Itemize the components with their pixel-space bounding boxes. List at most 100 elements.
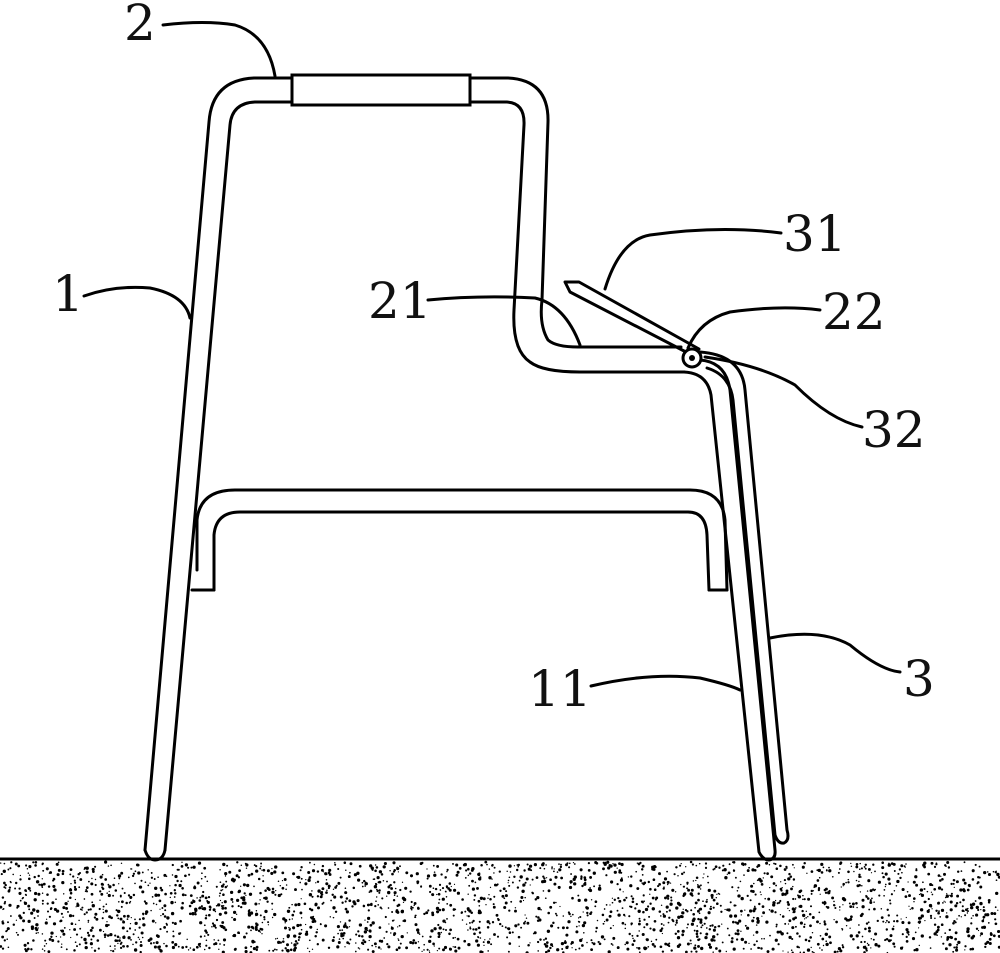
- ground-speckle: [198, 899, 202, 902]
- ground-speckle: [790, 887, 793, 891]
- ground-speckle: [507, 882, 509, 884]
- ground-speckle: [344, 922, 347, 925]
- ground-speckle: [178, 932, 181, 935]
- ground-speckle: [847, 878, 850, 881]
- ground-speckle: [922, 881, 924, 884]
- ground-speckle: [870, 938, 873, 940]
- ground-speckle: [942, 942, 945, 945]
- ground-speckle: [824, 932, 828, 936]
- ground-speckle: [397, 926, 399, 928]
- ground-speckle: [792, 878, 796, 881]
- ground-speckle: [712, 935, 716, 939]
- ground-speckle: [954, 931, 958, 935]
- ground-speckle: [41, 892, 44, 894]
- ground-speckle: [728, 934, 731, 937]
- ground-speckle: [179, 919, 182, 923]
- ground-speckle: [72, 875, 75, 878]
- ground-speckle: [493, 866, 496, 869]
- ground-speckle: [369, 930, 372, 933]
- ground-speckle: [676, 936, 681, 940]
- ground-speckle: [230, 897, 234, 901]
- ground-speckle: [543, 938, 545, 941]
- ground-speckle: [996, 872, 1000, 877]
- ground-speckle: [275, 948, 278, 951]
- ground-speckle: [966, 888, 970, 892]
- ground-speckle: [99, 890, 102, 893]
- ground-speckle: [636, 887, 640, 891]
- ground-speckle: [174, 942, 178, 947]
- ground-speckle: [366, 916, 371, 921]
- ground-speckle: [294, 888, 297, 892]
- ground-speckle: [226, 885, 228, 887]
- frame-outer-contour: [143, 76, 683, 852]
- ground-speckle: [113, 877, 116, 879]
- ground-speckle: [707, 911, 711, 915]
- ground-speckle: [869, 900, 873, 905]
- ground-speckle: [121, 900, 124, 904]
- ground-speckle: [60, 912, 63, 915]
- ground-speckle: [620, 862, 624, 867]
- ground-speckle: [753, 907, 757, 911]
- ground-speckle: [607, 866, 611, 870]
- ground-speckle: [257, 929, 261, 933]
- ground-speckle: [819, 922, 821, 925]
- ground-speckle: [291, 913, 295, 917]
- ground-speckle: [743, 862, 747, 866]
- ground-speckle: [797, 894, 799, 897]
- leader-21: [426, 295, 582, 347]
- ground-speckle: [907, 881, 909, 883]
- ground-speckle: [950, 892, 953, 895]
- ground-speckle: [61, 872, 65, 876]
- ground-speckle: [586, 911, 589, 915]
- ground-speckle: [866, 897, 870, 900]
- ground-speckle: [980, 908, 982, 911]
- ground-speckle: [159, 948, 162, 950]
- ground-speckle: [520, 895, 524, 900]
- ground-speckle: [199, 945, 202, 948]
- ground-speckle: [763, 937, 765, 940]
- ground-speckle: [410, 907, 413, 910]
- ground-speckle: [219, 943, 221, 945]
- ground-speckle: [8, 888, 11, 892]
- ground-speckle: [666, 894, 670, 898]
- ground-speckle: [456, 891, 460, 895]
- ground-speckle: [699, 920, 703, 924]
- ground-speckle: [681, 929, 685, 933]
- ground-speckle: [761, 937, 763, 940]
- ground-speckle: [948, 928, 951, 932]
- ground-speckle: [184, 894, 187, 897]
- ground-speckle: [567, 920, 571, 924]
- ground-speckle: [426, 874, 431, 878]
- ground-speckle: [609, 904, 611, 906]
- ground-speckle: [540, 908, 542, 911]
- ground-speckle: [682, 892, 687, 896]
- ground-speckle: [16, 904, 20, 908]
- ground-speckle: [950, 882, 953, 886]
- ground-speckle: [990, 911, 994, 916]
- ground-speckle: [32, 861, 35, 864]
- ground-speckle: [331, 893, 334, 897]
- ground-speckle: [987, 898, 991, 902]
- ground-speckle: [607, 950, 611, 953]
- ground-speckle: [575, 925, 578, 928]
- ground-speckle: [506, 870, 508, 873]
- ground-speckle: [560, 863, 562, 866]
- ground-speckle: [887, 863, 891, 867]
- ground-speckle: [977, 908, 980, 912]
- ground-speckle: [345, 869, 347, 871]
- ground-speckle: [448, 888, 452, 892]
- ground-speckle: [833, 904, 836, 907]
- ground-speckle: [219, 899, 222, 902]
- ground-speckle: [859, 862, 861, 865]
- ground-speckle: [320, 893, 324, 896]
- ground-speckle: [665, 905, 669, 909]
- ground-speckle: [83, 898, 86, 900]
- ground-speckle: [858, 924, 860, 926]
- ground-speckle: [914, 931, 917, 934]
- ground-speckle: [94, 883, 97, 887]
- ground-speckle: [107, 893, 111, 898]
- ground-speckle: [67, 900, 69, 902]
- ground-speckle: [344, 891, 348, 895]
- ground-speckle: [658, 910, 662, 913]
